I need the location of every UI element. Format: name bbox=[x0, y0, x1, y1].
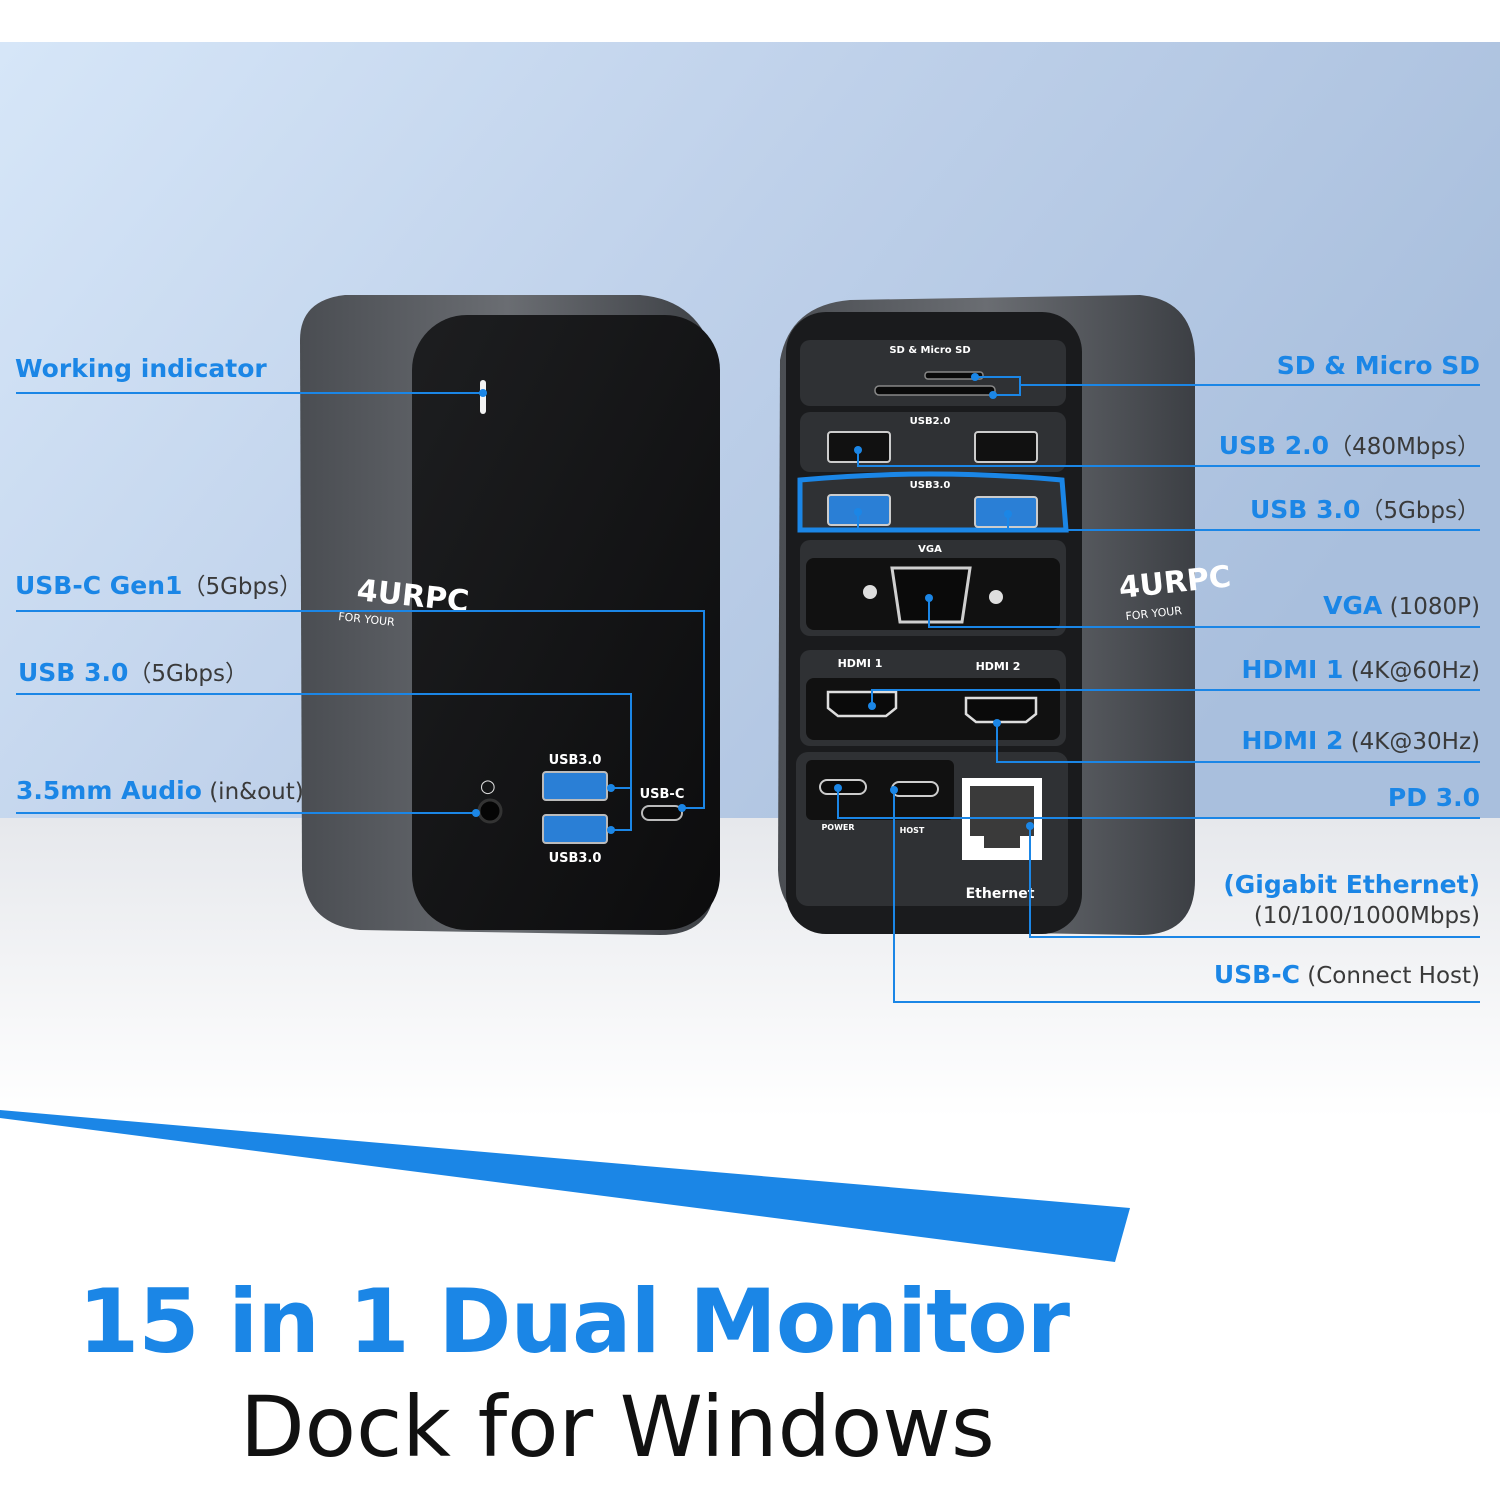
label-usb-c-gen1: USB-C Gen1（5Gbps） bbox=[15, 573, 302, 599]
svg-text:USB2.0: USB2.0 bbox=[910, 416, 951, 427]
label-spec: (Connect Host) bbox=[1299, 963, 1480, 989]
label-name: PD 3.0 bbox=[1387, 783, 1480, 812]
label-name: USB 3.0 bbox=[1250, 495, 1361, 524]
headline-title: 15 in 1 Dual Monitor bbox=[78, 1270, 1070, 1373]
svg-text:FOR YOUR: FOR YOUR bbox=[338, 610, 396, 629]
label-audio: 3.5mm Audio (in&out) bbox=[16, 778, 304, 804]
label-name: USB 3.0 bbox=[18, 658, 129, 687]
label-spec: (10/100/1000Mbps) bbox=[1253, 903, 1480, 929]
label-usb-20: USB 2.0（480Mbps） bbox=[1219, 433, 1480, 459]
label-spec: （480Mbps） bbox=[1329, 434, 1480, 460]
label-name: USB-C bbox=[1213, 960, 1300, 989]
label-spec: （5Gbps） bbox=[1360, 498, 1480, 524]
label-hdmi1: HDMI 1 (4K@60Hz) bbox=[1241, 657, 1480, 683]
svg-text:USB-C: USB-C bbox=[640, 787, 685, 802]
label-spec: （5Gbps） bbox=[128, 661, 248, 687]
accent-stripe bbox=[0, 1110, 1130, 1262]
label-spec: （5Gbps） bbox=[182, 574, 303, 600]
svg-text:HOST: HOST bbox=[900, 826, 925, 835]
svg-text:POWER: POWER bbox=[821, 823, 854, 832]
label-spec: (4K@60Hz) bbox=[1343, 658, 1480, 684]
label-name: HDMI 1 bbox=[1241, 655, 1344, 684]
svg-text:SD & Micro SD: SD & Micro SD bbox=[889, 345, 970, 356]
svg-text:USB3.0: USB3.0 bbox=[549, 851, 602, 866]
label-name: HDMI 2 bbox=[1241, 726, 1344, 755]
dock-front-view: 4URPC FOR YOUR ○ USB3.0 USB3.0 USB-C bbox=[300, 295, 720, 935]
svg-text:USB3.0: USB3.0 bbox=[910, 480, 951, 491]
svg-text:FOR YOUR: FOR YOUR bbox=[1125, 604, 1183, 623]
label-ethernet-spec: (10/100/1000Mbps) bbox=[1254, 905, 1480, 928]
label-usb-30-front: USB 3.0（5Gbps） bbox=[18, 660, 248, 686]
label-name: USB-C Gen1 bbox=[15, 571, 183, 600]
label-usb-30-back: USB 3.0（5Gbps） bbox=[1250, 497, 1480, 523]
label-working-indicator: Working indicator bbox=[15, 356, 267, 381]
svg-text:Ethernet: Ethernet bbox=[966, 886, 1035, 902]
svg-text:HDMI 2: HDMI 2 bbox=[976, 660, 1021, 673]
backdrop-floor bbox=[0, 818, 1500, 1118]
label-hdmi2: HDMI 2 (4K@30Hz) bbox=[1241, 728, 1480, 754]
label-spec: (in&out) bbox=[201, 779, 304, 805]
callout-dots bbox=[472, 373, 1034, 834]
label-vga: VGA (1080P) bbox=[1323, 593, 1480, 619]
label-name: (Gigabit Ethernet) bbox=[1223, 870, 1480, 899]
label-name: VGA bbox=[1323, 591, 1383, 620]
label-name: SD & Micro SD bbox=[1276, 351, 1480, 380]
label-ethernet: (Gigabit Ethernet) bbox=[1223, 872, 1480, 897]
headline-subtitle: Dock for Windows bbox=[240, 1378, 995, 1476]
svg-text:VGA: VGA bbox=[918, 544, 942, 555]
label-name: Working indicator bbox=[15, 354, 267, 383]
backdrop-wall bbox=[0, 42, 1500, 818]
dock-back-view: 4URPC FOR YOUR SD & Micro SD USB2.0 USB3… bbox=[778, 295, 1233, 935]
label-name: USB 2.0 bbox=[1218, 431, 1330, 460]
svg-text:USB3.0: USB3.0 bbox=[549, 753, 602, 768]
svg-text:HDMI 1: HDMI 1 bbox=[838, 657, 883, 670]
label-name: 3.5mm Audio bbox=[16, 776, 202, 805]
label-sd: SD & Micro SD bbox=[1277, 353, 1480, 378]
label-pd: PD 3.0 bbox=[1388, 785, 1480, 810]
callout-lines bbox=[16, 376, 1480, 1003]
label-spec: (1080P) bbox=[1382, 594, 1480, 620]
label-usb-c-host: USB-C (Connect Host) bbox=[1214, 962, 1480, 988]
svg-text:○: ○ bbox=[480, 776, 496, 797]
label-spec: (4K@30Hz) bbox=[1343, 729, 1480, 755]
